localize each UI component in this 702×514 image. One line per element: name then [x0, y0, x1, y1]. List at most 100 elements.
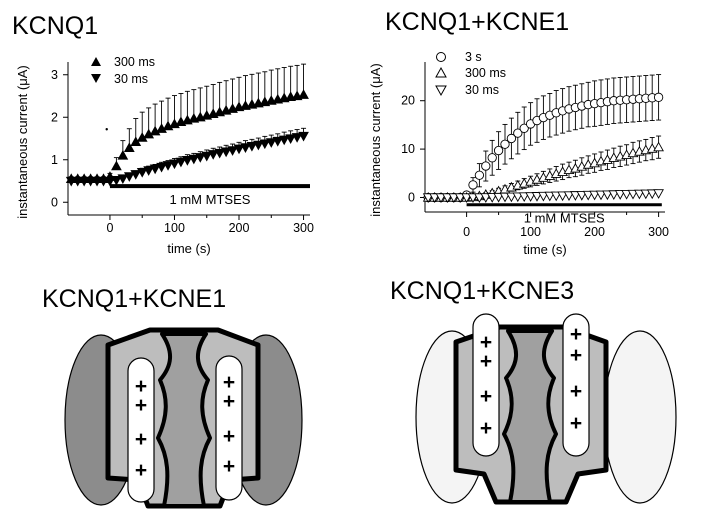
- chart-title-kcnq1-kcne1: KCNQ1+KCNE1: [385, 8, 569, 36]
- legend-marker-300ms: [91, 57, 101, 66]
- data-point: [474, 193, 485, 204]
- legend-label-300ms: 300 ms: [465, 66, 506, 80]
- data-point: [640, 189, 652, 200]
- data-point: [448, 193, 460, 204]
- data-point: [493, 192, 504, 203]
- charge-plus: +: [135, 428, 147, 451]
- data-point: [253, 140, 264, 151]
- data-point: [467, 193, 479, 204]
- charge-plus: +: [480, 385, 492, 408]
- x-tick-label: 100: [164, 221, 185, 235]
- voltage-sensor-right: [215, 355, 243, 501]
- data-point: [169, 159, 180, 170]
- mtses-application-bar: [466, 203, 662, 207]
- diagram-title-kcne1: KCNQ1+KCNE1: [42, 285, 226, 313]
- data-point: [91, 176, 103, 187]
- data-point: [544, 191, 556, 202]
- data-point: [512, 192, 524, 203]
- legend-marker-3s: [436, 52, 446, 62]
- y-tick-label: 3: [51, 68, 58, 82]
- charge-plus: +: [223, 425, 235, 448]
- data-point: [78, 176, 90, 187]
- data-point: [156, 162, 167, 173]
- data-point: [621, 190, 632, 200]
- data-point: [461, 193, 472, 204]
- charge-plus: +: [570, 344, 582, 367]
- data-point: [595, 190, 607, 201]
- data-point: [259, 139, 271, 150]
- voltage-sensor-left: [472, 313, 500, 457]
- data-point: [519, 123, 529, 133]
- data-point: [285, 134, 297, 145]
- legend-label-30ms: 30 ms: [114, 72, 148, 86]
- data-point: [653, 141, 664, 152]
- data-point: [550, 191, 562, 202]
- data-point: [506, 192, 517, 203]
- data-point: [278, 135, 290, 146]
- data-point: [589, 190, 600, 201]
- data-point: [117, 149, 129, 160]
- data-point: [136, 167, 148, 178]
- data-point: [435, 193, 447, 204]
- data-point: [220, 147, 232, 158]
- data-point: [265, 138, 277, 148]
- y-tick-label: 20: [401, 94, 415, 108]
- channel-diagram-kcne3: KCNQ1+KCNE3 + + + + + + + +: [390, 277, 677, 505]
- data-point: [117, 174, 129, 184]
- x-tick-label: 300: [293, 221, 314, 235]
- data-point: [298, 89, 309, 99]
- stray-mark: [105, 128, 108, 131]
- charge-plus: +: [570, 380, 582, 403]
- legend: 3 s 300 ms 30 ms: [435, 50, 506, 97]
- data-point: [201, 151, 213, 162]
- data-point: [72, 176, 84, 187]
- data-point: [182, 156, 193, 166]
- data-point: [487, 153, 497, 163]
- plot-area: [65, 63, 309, 187]
- data-point: [111, 160, 122, 171]
- data-point: [486, 193, 498, 203]
- legend-label-3s: 3 s: [465, 50, 482, 64]
- data-point: [608, 190, 620, 200]
- data-point: [149, 164, 161, 175]
- data-point: [563, 191, 575, 201]
- data-point: [653, 189, 664, 199]
- charge-plus: +: [480, 331, 492, 354]
- channel-diagram-kcne1: KCNQ1+KCNE1 + + + + + + + +: [42, 285, 303, 509]
- charge-plus: +: [570, 412, 582, 435]
- data-point: [627, 189, 639, 200]
- data-point: [513, 128, 523, 138]
- data-point: [207, 150, 219, 160]
- x-tick-label: 300: [648, 225, 669, 239]
- data-point: [538, 191, 549, 202]
- data-point: [298, 131, 309, 142]
- data-point: [175, 157, 187, 168]
- charge-plus: +: [135, 375, 147, 398]
- legend-label-300ms: 300 ms: [114, 55, 155, 69]
- data-point: [506, 133, 517, 144]
- data-point: [143, 166, 155, 176]
- x-tick-label: 200: [229, 221, 250, 235]
- data-point: [614, 190, 626, 200]
- y-axis-label: instantaneous current (μA): [368, 63, 383, 216]
- data-point: [442, 193, 453, 204]
- data-point: [646, 189, 658, 200]
- voltage-sensor-right: [562, 313, 590, 457]
- legend-marker-300ms: [435, 66, 447, 78]
- plot-area: [422, 74, 664, 204]
- data-point: [570, 191, 581, 201]
- data-point: [499, 192, 511, 203]
- charge-plus: +: [223, 371, 235, 394]
- mtses-application-bar: [109, 184, 311, 189]
- data-point: [480, 193, 492, 203]
- data-point: [240, 143, 251, 153]
- data-point: [429, 193, 440, 204]
- y-tick-label: 0: [408, 190, 415, 204]
- x-tick-label: 0: [106, 221, 113, 235]
- data-point: [104, 176, 116, 187]
- kcne3-subunit-right: [603, 330, 677, 504]
- diagram-title-kcne3: KCNQ1+KCNE3: [390, 277, 574, 305]
